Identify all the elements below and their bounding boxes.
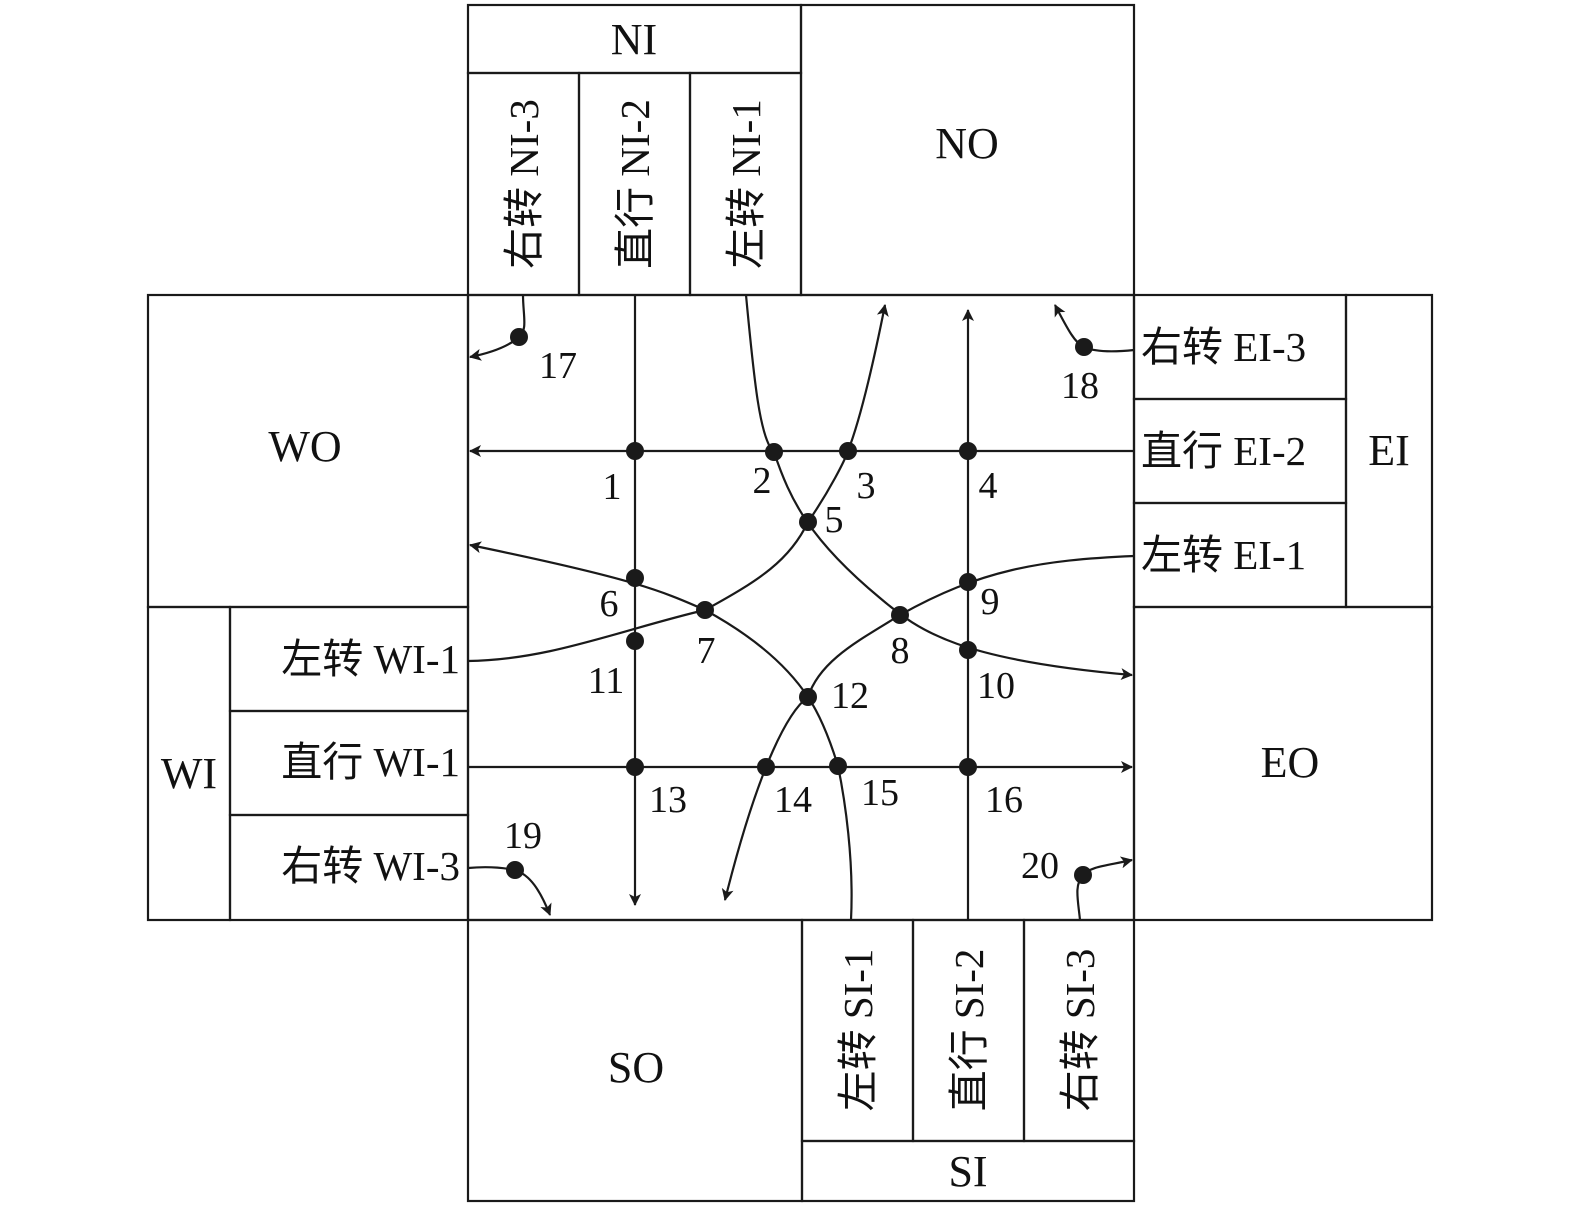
wo-label: WO [268, 422, 341, 471]
conflict-label-6: 6 [600, 583, 619, 625]
path-ei-left-turn [721, 554, 1135, 901]
conflict-dot-17 [510, 328, 528, 346]
intersection-area [466, 293, 1136, 922]
eo-label: EO [1261, 738, 1320, 787]
conflict-label-13: 13 [649, 779, 687, 821]
conflict-label-3: 3 [857, 465, 876, 507]
lane-label-ei-2: 直行 EI-2 [1141, 428, 1306, 474]
conflict-dot-2 [765, 443, 783, 461]
conflict-label-7: 7 [697, 630, 716, 672]
lane-label-ni-1: 左转 NI-1 [723, 99, 769, 269]
so-label: SO [608, 1043, 664, 1092]
conflict-dot-20 [1074, 866, 1092, 884]
si-header-box [800, 1139, 1136, 1203]
conflict-label-5: 5 [825, 499, 844, 541]
conflict-numbers: 1 2 3 4 5 6 7 8 9 10 11 12 13 14 15 16 1… [504, 345, 1099, 887]
conflict-label-19: 19 [504, 815, 542, 857]
north-approach: NI NO 右转 NI-3 直行 NI-2 左转 NI-1 [466, 3, 1136, 297]
conflict-dot-13 [626, 758, 644, 776]
conflict-dot-6 [626, 569, 644, 587]
no-label: NO [935, 119, 999, 168]
ei-label: EI [1368, 426, 1410, 475]
conflict-dot-16 [959, 758, 977, 776]
lane-label-si-1: 左转 SI-1 [835, 949, 881, 1112]
lane-label-ni-3: 右转 NI-3 [501, 99, 547, 269]
path-ei-right-turn [1054, 304, 1135, 353]
conflict-dot-5 [799, 513, 817, 531]
conflict-label-2: 2 [753, 460, 772, 502]
ni-label: NI [611, 15, 657, 64]
conflict-label-14: 14 [774, 779, 812, 821]
west-approach: WO WI 左转 WI-1 直行 WI-1 右转 WI-3 [146, 293, 470, 922]
lane-label-si-2: 直行 SI-2 [946, 949, 992, 1112]
conflict-label-1: 1 [603, 466, 622, 508]
conflict-dot-4 [959, 442, 977, 460]
lane-label-si-3: 右转 SI-3 [1057, 949, 1103, 1112]
conflict-dot-18 [1075, 338, 1093, 356]
lane-label-wi-3: 右转 WI-3 [281, 843, 460, 889]
conflict-dot-11 [626, 632, 644, 650]
si-label: SI [948, 1147, 987, 1196]
south-approach: SO SI 左转 SI-1 直行 SI-2 右转 SI-3 [466, 918, 1136, 1203]
conflict-label-20: 20 [1021, 845, 1059, 887]
lane-label-ei-1: 左转 EI-1 [1141, 532, 1306, 578]
lane-label-wi-1-left: 左转 WI-1 [281, 636, 460, 682]
conflict-dot-1 [626, 442, 644, 460]
conflict-dot-3 [839, 442, 857, 460]
path-ni-right-turn [469, 294, 526, 361]
conflict-label-15: 15 [861, 772, 899, 814]
conflict-label-4: 4 [979, 465, 998, 507]
lane-label-ei-3: 右转 EI-3 [1141, 324, 1306, 370]
wi-label: WI [161, 749, 217, 798]
path-wi-left-turn [467, 304, 889, 663]
conflict-dot-19 [506, 861, 524, 879]
conflict-label-18: 18 [1061, 365, 1099, 407]
lane-label-ni-2: 直行 NI-2 [612, 99, 658, 269]
conflict-dot-7 [696, 601, 714, 619]
conflict-label-9: 9 [981, 581, 1000, 623]
conflict-label-16: 16 [985, 779, 1023, 821]
conflict-dot-12 [799, 688, 817, 706]
conflict-label-11: 11 [588, 660, 625, 702]
lane-label-wi-1-straight: 直行 WI-1 [281, 739, 460, 785]
path-ni-left-turn [744, 294, 1133, 681]
conflict-dots [506, 328, 1093, 884]
conflict-dot-9 [959, 573, 977, 591]
conflict-dot-10 [959, 641, 977, 659]
conflict-label-10: 10 [977, 665, 1015, 707]
movement-paths [467, 294, 1135, 921]
conflict-label-8: 8 [891, 630, 910, 672]
conflict-label-12: 12 [831, 675, 869, 717]
conflict-dot-14 [757, 758, 775, 776]
conflict-dot-8 [891, 606, 909, 624]
east-approach: 右转 EI-3 直行 EI-2 左转 EI-1 EI EO [1132, 293, 1434, 922]
conflict-label-17: 17 [539, 345, 577, 387]
conflict-dot-15 [829, 757, 847, 775]
path-si-left-turn [469, 541, 853, 921]
